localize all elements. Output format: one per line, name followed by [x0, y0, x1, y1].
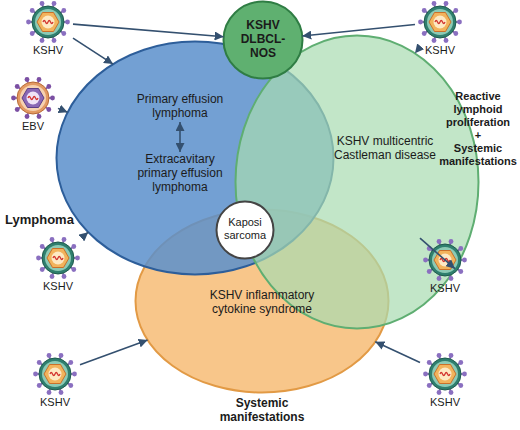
arrow-connector — [375, 342, 420, 363]
virus-icon — [418, 0, 462, 44]
virus-symbol — [423, 353, 467, 395]
node-label: EBV — [8, 120, 58, 133]
virus-symbol — [26, 1, 70, 43]
node-label: KSHV — [415, 44, 465, 57]
virus-icon — [423, 238, 467, 282]
text-node: Extracavitary primary effusion lymphoma — [130, 152, 230, 198]
node-label: KSHV — [30, 396, 80, 409]
text-node: Primary effusion lymphoma — [115, 92, 245, 122]
ellipse-shape — [136, 210, 389, 393]
virus-symbol — [36, 237, 80, 279]
virus-icon — [11, 76, 55, 120]
virus-node: KSHV — [420, 352, 470, 414]
node-label: Extracavitary primary effusion lymphoma — [130, 152, 230, 194]
node-label: KSHV inflammatory cytokine syndrome — [197, 288, 327, 316]
ellipse-shape — [236, 36, 479, 329]
virus-node: KSHV — [23, 0, 73, 62]
virus-icon — [33, 352, 77, 396]
arrow-connector — [73, 24, 224, 37]
node-label: KSHV — [420, 396, 470, 409]
region-heading: Lymphoma — [5, 212, 85, 228]
node-label: KSHV — [33, 280, 83, 293]
arrow-connector — [302, 25, 415, 36]
virus-node: KSHV — [30, 352, 80, 414]
arrow-connector — [73, 38, 113, 64]
arrow-connector — [83, 232, 88, 236]
arrow-connector — [58, 108, 68, 112]
virus-node: KSHV — [33, 236, 83, 298]
virus-symbol — [33, 353, 77, 395]
region-heading: KSHV DLBCL-NOS — [235, 18, 291, 60]
region-heading: Systemic manifestations — [212, 396, 312, 424]
virus-symbol — [418, 1, 462, 43]
node-label: KSHV — [23, 44, 73, 57]
virus-icon — [26, 0, 70, 44]
arrow-connector — [80, 340, 148, 365]
node-label: Kaposi sarcoma — [217, 216, 273, 242]
virus-icon — [36, 236, 80, 280]
circle-node: KSHV DLBCL-NOS — [222, 0, 304, 80]
virus-symbol — [11, 77, 55, 119]
region-heading: Reactive lymphoid proliferation + System… — [438, 90, 518, 168]
circle-node: Kaposi sarcoma — [215, 200, 275, 260]
virus-node: EBV — [8, 76, 58, 138]
virus-icon — [423, 352, 467, 396]
ellipse-shape — [217, 202, 274, 259]
virus-node: KSHV — [415, 0, 465, 62]
node-label: Primary effusion lymphoma — [115, 92, 245, 120]
ellipse-shape — [224, 2, 303, 79]
virus-symbol — [423, 239, 467, 281]
virus-node: KSHV — [420, 238, 470, 300]
node-label: KSHV — [420, 282, 470, 295]
node-label: KSHV multicentric Castleman disease — [320, 134, 450, 162]
